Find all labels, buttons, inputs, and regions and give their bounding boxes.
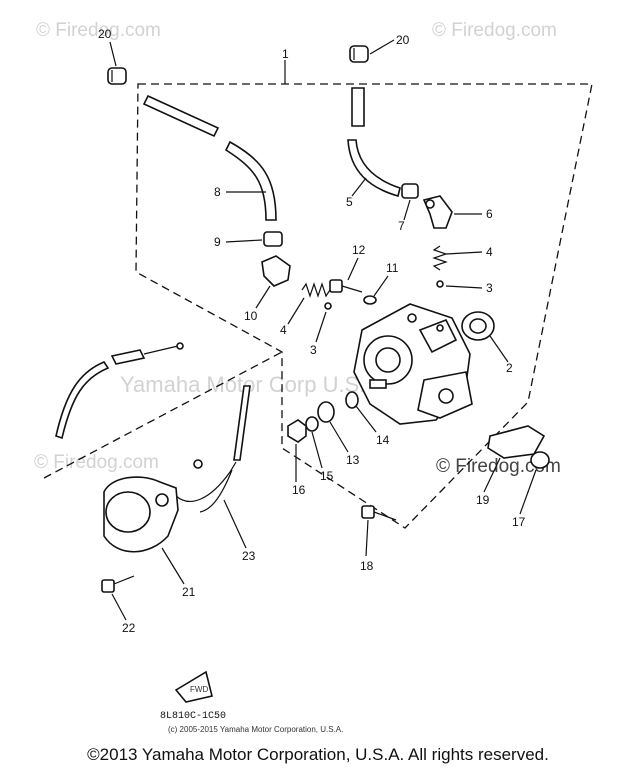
callout-11: 11 (386, 261, 399, 275)
callout-19: 19 (476, 493, 490, 507)
leader-11 (373, 275, 389, 297)
washer-13 (317, 401, 335, 423)
svg-text:FWD: FWD (190, 685, 208, 694)
oil-pump-body (353, 303, 473, 425)
leader-17 (519, 469, 537, 515)
watermark-center: Yamaha Motor Corp U.S.A. (120, 372, 386, 397)
callout-4-left: 4 (280, 323, 287, 337)
bolt-18 (361, 505, 397, 521)
callout-17: 17 (512, 515, 526, 529)
oil-delivery-hose (55, 342, 184, 440)
nut-16 (287, 419, 307, 443)
leader-4-left (287, 297, 305, 325)
spring-4-left (301, 282, 331, 298)
elbow-fitting-6 (422, 195, 453, 229)
callout-18: 18 (360, 559, 374, 573)
watermark-mid-left: © Firedog.com (34, 452, 159, 473)
washer-14 (345, 391, 359, 409)
leader-18 (365, 519, 369, 557)
callout-3-right: 3 (486, 281, 493, 295)
bolt-12 (329, 279, 363, 293)
forward-arrow-icon: FWD (174, 670, 213, 703)
cap-left (107, 67, 127, 85)
callout-9: 9 (214, 235, 221, 249)
leader-12 (347, 257, 359, 281)
leader-10 (255, 285, 271, 309)
callout-14: 14 (376, 433, 390, 447)
watermark-top-left: © Firedog.com (36, 20, 161, 41)
check-ball-3-right (436, 280, 444, 288)
bolt-22 (101, 575, 135, 593)
pulser-cover-21 (103, 476, 179, 553)
hose-clamp-7 (401, 183, 419, 199)
spring-4-right (432, 245, 448, 271)
check-ball-3-left (324, 302, 332, 310)
leader-22 (111, 593, 127, 621)
cap-right (349, 45, 369, 63)
callout-20-left: 20 (98, 27, 112, 41)
washer-15 (305, 416, 319, 432)
leader-13 (329, 421, 349, 453)
elbow-fitting-10 (261, 255, 291, 287)
sensor-lead (175, 385, 251, 513)
callout-3-left: 3 (310, 343, 317, 357)
callout-1: 1 (282, 47, 289, 61)
callout-2: 2 (506, 361, 513, 375)
callout-7: 7 (398, 219, 405, 233)
leader-3-left (315, 311, 327, 343)
callout-21: 21 (182, 585, 196, 599)
leader-20-right (369, 39, 395, 55)
o-ring-17 (530, 451, 550, 469)
hose-right (347, 87, 401, 197)
hose-clamp-9 (263, 231, 283, 247)
leader-21 (161, 547, 185, 585)
callout-8: 8 (214, 185, 221, 199)
leader-15 (311, 431, 323, 469)
leader-9 (225, 239, 263, 243)
callout-10: 10 (244, 309, 258, 323)
leader-7 (403, 199, 411, 221)
leader-19 (483, 457, 501, 493)
assembly-boundary (135, 83, 593, 529)
leader-23 (223, 499, 247, 549)
callout-13: 13 (346, 453, 360, 467)
pulser-boundary (43, 351, 283, 479)
diagram-code: 8L810C-1C50 (160, 711, 226, 722)
callout-22: 22 (122, 621, 136, 635)
leader-2 (489, 335, 509, 363)
leader-14 (355, 405, 377, 433)
callout-4-right: 4 (486, 245, 493, 259)
callout-15: 15 (320, 469, 334, 483)
leader-3-right (445, 285, 483, 289)
watermark-mid-right: © Firedog.com (436, 456, 561, 477)
callout-12: 12 (352, 243, 366, 257)
callout-5: 5 (346, 195, 353, 209)
footer-copyright: ©2013 Yamaha Motor Corporation, U.S.A. A… (87, 745, 549, 764)
callout-16: 16 (292, 483, 306, 497)
small-copyright: (c) 2005-2015 Yamaha Motor Corporation, … (168, 725, 343, 734)
leader-4-right (445, 251, 483, 255)
callout-20-right: 20 (396, 33, 410, 47)
leader-5 (351, 177, 367, 197)
leader-20-left (109, 41, 117, 67)
callout-6: 6 (486, 207, 493, 221)
parts-diagram: © Firedog.com © Firedog.com © Firedog.co… (34, 20, 593, 734)
hose-left (142, 94, 277, 221)
oil-seal-2 (461, 311, 495, 341)
callout-23: 23 (242, 549, 256, 563)
watermark-top-right: © Firedog.com (432, 20, 557, 41)
washer-11 (363, 295, 377, 305)
